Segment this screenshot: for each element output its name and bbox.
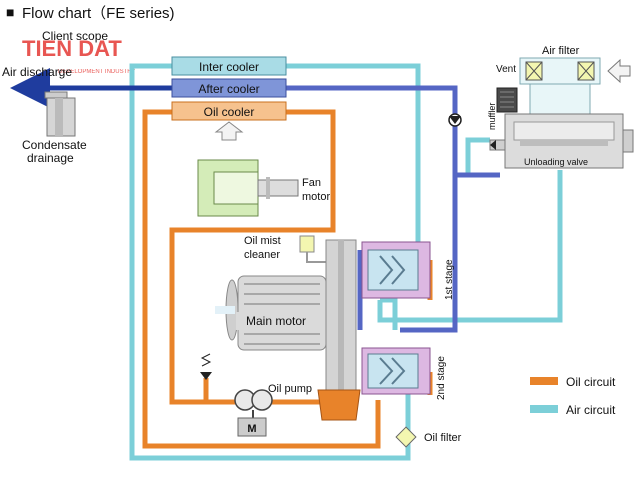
oil-line-outer bbox=[142, 109, 381, 449]
oil-mist-pipe bbox=[306, 252, 326, 263]
pump-motor-label: M bbox=[247, 423, 256, 435]
stage-1-label: 1st stage bbox=[444, 259, 455, 300]
legend-oil-label: Oil circuit bbox=[566, 375, 616, 389]
legend-oil-swatch bbox=[530, 377, 558, 385]
air-filter bbox=[519, 57, 601, 85]
after-cooler-label: After cooler bbox=[198, 82, 259, 96]
fan-motor-label-1: Fan bbox=[302, 177, 321, 189]
legend-air-label: Air circuit bbox=[566, 403, 616, 417]
oil-filter-label: Oil filter bbox=[424, 432, 462, 444]
air-line-unloading-return bbox=[377, 170, 563, 323]
vent-label: Vent bbox=[496, 64, 516, 75]
stage-2-compressor bbox=[361, 347, 431, 395]
stage-2-label: 2nd stage bbox=[436, 356, 447, 400]
air-filter-label: Air filter bbox=[542, 45, 580, 57]
oil-mist-label-1: Oil mist bbox=[244, 235, 281, 247]
oil-pump-label: Oil pump bbox=[268, 383, 312, 395]
discharge-arrowhead bbox=[22, 83, 30, 93]
oil-cooler-label: Oil cooler bbox=[204, 105, 255, 119]
condensate-drain-unit bbox=[44, 91, 76, 137]
compressed-air-lines bbox=[285, 85, 500, 333]
condensate-label-2: drainage bbox=[27, 151, 74, 165]
airflow-up-arrow-icon bbox=[214, 121, 244, 141]
air-line-unload-left bbox=[465, 137, 490, 175]
oil-cooler: Oil cooler bbox=[171, 101, 287, 121]
inter-cooler: Inter cooler bbox=[171, 56, 287, 76]
logo-subtext: DEVELOPMENT INDUSTRY bbox=[58, 69, 135, 75]
client-scope-label: Client scope bbox=[42, 29, 108, 43]
intake-arrow-icon bbox=[607, 58, 631, 84]
oil-pump bbox=[234, 389, 273, 411]
logo-text: TIEN DAT bbox=[22, 36, 122, 61]
page-title: Flow chart（FE series) bbox=[22, 5, 175, 22]
air-discharge-label: Air discharge bbox=[2, 65, 72, 79]
check-valve bbox=[448, 113, 462, 127]
stage-1-compressor bbox=[361, 241, 431, 299]
legend: Oil circuit Air circuit bbox=[530, 375, 616, 417]
title-marker: ■ bbox=[6, 4, 14, 20]
oil-sump bbox=[317, 389, 361, 421]
after-cooler: After cooler bbox=[171, 78, 287, 98]
air-line-to-stage bbox=[400, 175, 458, 333]
air-line-intercooler-right bbox=[285, 63, 421, 250]
main-motor-label: Main motor bbox=[246, 314, 306, 328]
oil-line-cooler-loop bbox=[169, 109, 336, 405]
fan-motor-unit bbox=[197, 159, 299, 217]
oil-mist-cleaner bbox=[299, 235, 315, 253]
air-line-aftercooler bbox=[285, 85, 500, 178]
oil-filter bbox=[395, 426, 417, 448]
muffler bbox=[496, 87, 518, 113]
muffler-label: muffler bbox=[487, 103, 497, 130]
relief-spring bbox=[200, 353, 212, 367]
main-motor bbox=[215, 239, 357, 391]
unloading-valve bbox=[489, 83, 634, 169]
condensate-label-1: Condensate bbox=[22, 138, 87, 152]
oil-mist-label-2: cleaner bbox=[244, 249, 280, 261]
main-motor-label-bg bbox=[236, 312, 322, 330]
air-line-stage-cross bbox=[380, 297, 398, 330]
pump-motor bbox=[237, 417, 267, 437]
inter-cooler-label: Inter cooler bbox=[199, 60, 259, 74]
legend-air-swatch bbox=[530, 405, 558, 413]
relief-valve-icon bbox=[200, 372, 212, 380]
fan-motor-label-2: motor bbox=[302, 191, 330, 203]
unloading-valve-label: Unloading valve bbox=[524, 157, 588, 167]
